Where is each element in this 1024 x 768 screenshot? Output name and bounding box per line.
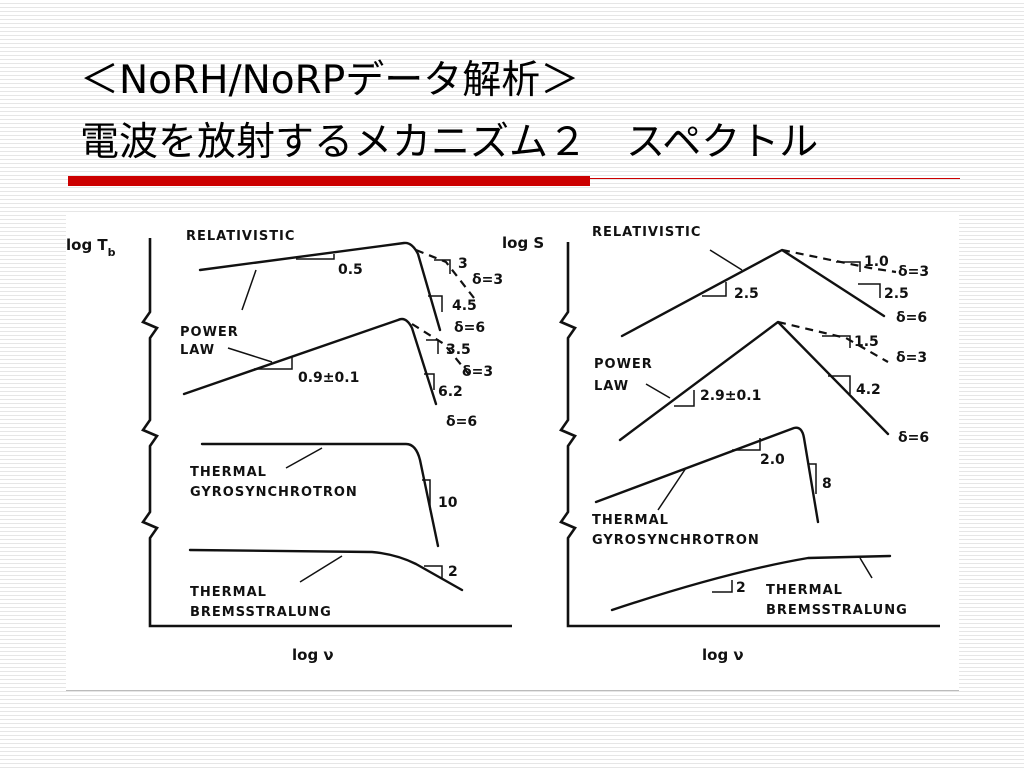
right-power-pointer (645, 383, 671, 399)
right-bremss-pointer (859, 557, 873, 579)
right-power-slope-d3: 1.5 (854, 334, 879, 350)
left-power-pointer (227, 347, 273, 363)
spectra-diagram-svg: log Tb log ν RELATIVISTIC 0.5 3 δ=3 4.5 … (66, 225, 940, 664)
right-bremss-curve (610, 554, 892, 612)
left-bremss-curve (188, 548, 464, 592)
right-bremss-label-1: THERMAL (766, 583, 843, 598)
right-bremss-label-2: BREMSSTRALUNG (766, 603, 908, 618)
left-y-axis (141, 238, 512, 628)
left-relativistic-d3-marker (434, 259, 451, 274)
left-power-slope-marker (254, 356, 293, 370)
left-bremss-slope-marker (424, 565, 443, 578)
right-power-slope-marker (674, 390, 695, 407)
left-power-delta3: δ=3 (462, 364, 493, 380)
right-gyro-slope-1: 2.0 (760, 452, 785, 468)
left-y-axis-label: log Tb (66, 236, 116, 259)
left-relativistic-slope-d3: 3 (458, 256, 468, 272)
left-power-d3-marker (426, 339, 439, 354)
left-bremss-slope: 2 (448, 564, 458, 580)
spectra-figure: log Tb log ν RELATIVISTIC 0.5 3 δ=3 4.5 … (66, 212, 959, 690)
slide-title: ＜NoRH/NoRPデータ解析＞ 電波を放射するメカニズム２ スペクトル (80, 50, 818, 174)
right-relativistic-pointer (709, 249, 743, 271)
left-gyro-curve (200, 442, 440, 548)
right-gyro-label-1: THERMAL (592, 513, 669, 528)
left-bremss-label-2: BREMSSTRALUNG (190, 605, 332, 620)
right-gyro-slope-marker-2 (808, 463, 817, 494)
left-power-slope-d3: 3.5 (446, 342, 471, 358)
left-relativistic-delta6: δ=6 (454, 320, 485, 336)
left-bremss-label-1: THERMAL (190, 585, 267, 600)
left-relativistic-delta3: δ=3 (472, 272, 503, 288)
left-power-label-2: LAW (180, 343, 215, 358)
left-power-delta6: δ=6 (446, 414, 477, 430)
left-relativistic-slope: 0.5 (338, 262, 363, 278)
right-power-label-2: LAW (594, 379, 629, 394)
left-gyro-slope: 10 (438, 495, 458, 511)
right-relativistic-slope-marker (702, 282, 727, 297)
right-relativistic-slope-d6: 2.5 (884, 286, 909, 302)
right-relativistic-slope-d3: 1.0 (864, 254, 889, 270)
right-relativistic-label: RELATIVISTIC (592, 225, 701, 240)
right-power-delta3: δ=3 (896, 350, 927, 366)
left-relativistic-d6-marker (428, 295, 443, 312)
right-relativistic-delta6: δ=6 (896, 310, 927, 326)
left-gyro-label-2: GYROSYNCHROTRON (190, 485, 358, 500)
right-relativistic-slope: 2.5 (734, 286, 759, 302)
left-relativistic-slope-d6: 4.5 (452, 298, 477, 314)
right-panel: log S log ν RELATIVISTIC 2.5 1.0 δ=3 2.5… (502, 225, 940, 664)
right-gyro-label-2: GYROSYNCHROTRON (592, 533, 760, 548)
slide-title-line-2: 電波を放射するメカニズム２ スペクトル (80, 120, 819, 165)
left-gyro-slope-marker (422, 479, 431, 510)
right-relativistic-d6-marker (858, 283, 881, 298)
right-power-d3-marker (822, 335, 851, 348)
left-power-curve (182, 317, 438, 406)
right-relativistic-dash-d3 (781, 248, 897, 274)
right-gyro-pointer (657, 467, 687, 511)
left-bremss-pointer (299, 555, 343, 583)
right-bremss-slope-marker (712, 580, 733, 593)
right-power-delta6: δ=6 (898, 430, 929, 446)
slide-title-line-1: ＜NoRH/NoRPデータ解析＞ (80, 58, 580, 103)
right-bremss-slope: 2 (736, 580, 746, 596)
right-relativistic-delta3: δ=3 (898, 264, 929, 280)
left-x-axis-label: log ν (292, 646, 334, 664)
left-power-d6-marker (424, 373, 435, 390)
right-y-axis-label: log S (502, 234, 544, 252)
bottom-divider (66, 690, 959, 691)
left-power-slope-d6: 6.2 (438, 384, 463, 400)
left-gyro-pointer (285, 447, 323, 469)
right-gyro-curve (594, 426, 820, 524)
right-power-slope-d6: 4.2 (856, 382, 881, 398)
left-power-label-1: POWER (180, 325, 239, 340)
right-x-axis-label: log ν (702, 646, 744, 664)
left-gyro-label-1: THERMAL (190, 465, 267, 480)
right-power-dash-d3 (777, 320, 889, 363)
right-gyro-slope-2: 8 (822, 476, 832, 492)
right-power-slope: 2.9±0.1 (700, 388, 761, 404)
left-relativistic-label: RELATIVISTIC (186, 229, 295, 244)
right-power-label-1: POWER (594, 357, 653, 372)
title-underline-red (68, 176, 590, 186)
left-panel: log Tb log ν RELATIVISTIC 0.5 3 δ=3 4.5 … (66, 229, 512, 664)
left-relativistic-slope-marker (296, 254, 335, 260)
right-gyro-slope-marker-1 (732, 438, 761, 451)
left-relativistic-pointer (241, 269, 257, 311)
left-relativistic-dash-d3 (415, 248, 475, 299)
right-y-axis (559, 242, 940, 628)
left-power-slope: 0.9±0.1 (298, 370, 359, 386)
title-underline-thin (590, 178, 960, 179)
right-power-d6-marker (828, 375, 851, 394)
right-relativistic-d3-marker (836, 261, 861, 272)
left-relativistic-curve (198, 241, 442, 332)
